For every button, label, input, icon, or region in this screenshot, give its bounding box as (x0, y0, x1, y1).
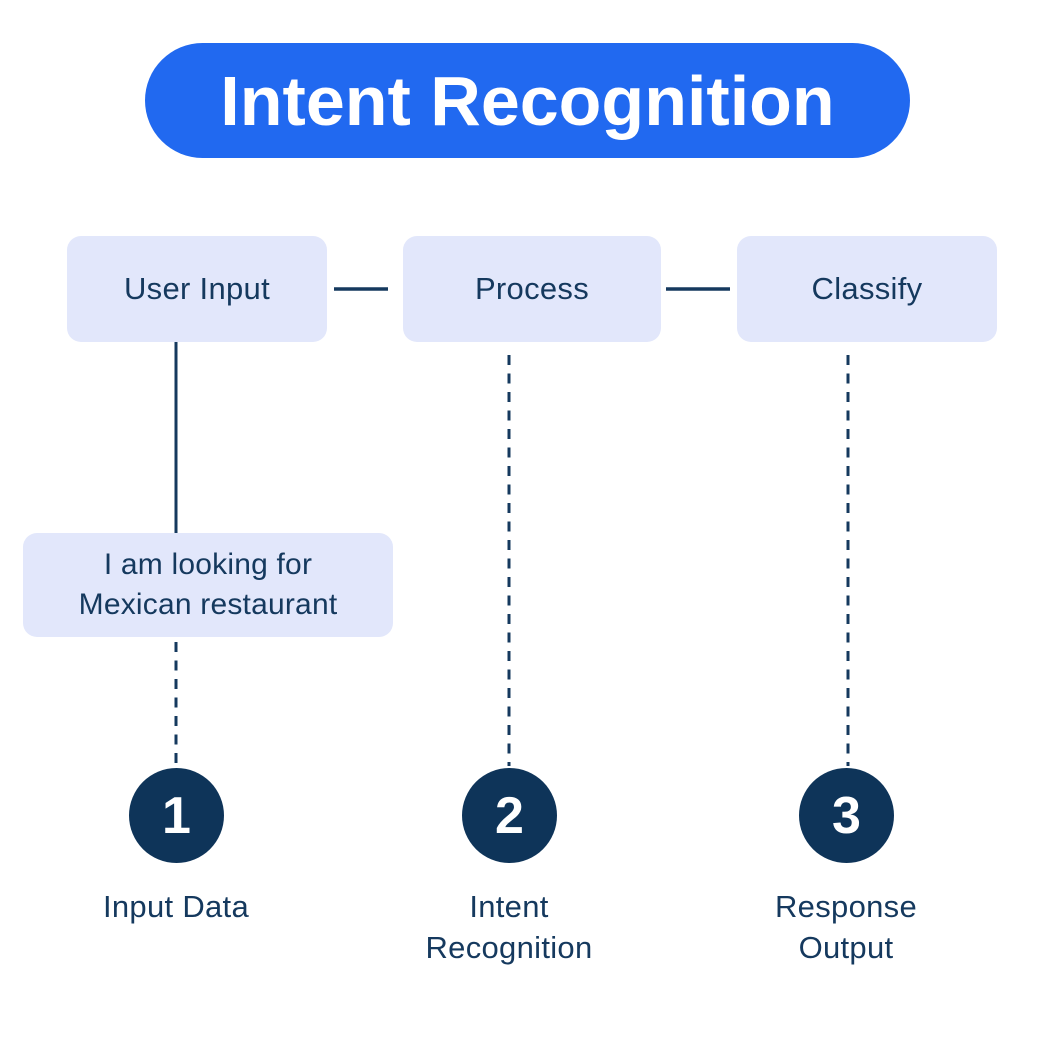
example-message-box: I am looking for Mexican restaurant (23, 533, 393, 637)
step-label-response-output: Response Output (775, 889, 917, 965)
example-message-text: I am looking for Mexican restaurant (78, 548, 338, 621)
step-number-3: 3 (832, 786, 861, 845)
step-number-2: 2 (495, 786, 524, 845)
flow-node-label: User Input (123, 271, 270, 306)
flow-node-label: Classify (811, 271, 923, 306)
step-label-input-data: Input Data (102, 889, 250, 924)
step-number-1: 1 (162, 786, 191, 845)
flow-node-user-input: User Input (67, 236, 327, 342)
title-pill: Intent Recognition (145, 43, 910, 158)
flow-node-process: Process (403, 236, 661, 342)
step-circle-1: 1 (129, 768, 224, 863)
flow-node-classify: Classify (737, 236, 997, 342)
flow-node-label: Process (474, 271, 590, 306)
page-title: Intent Recognition (220, 61, 835, 140)
step-circle-3: 3 (799, 768, 894, 863)
step-label-intent-recognition: Intent Recognition (425, 889, 593, 965)
step-circle-2: 2 (462, 768, 557, 863)
